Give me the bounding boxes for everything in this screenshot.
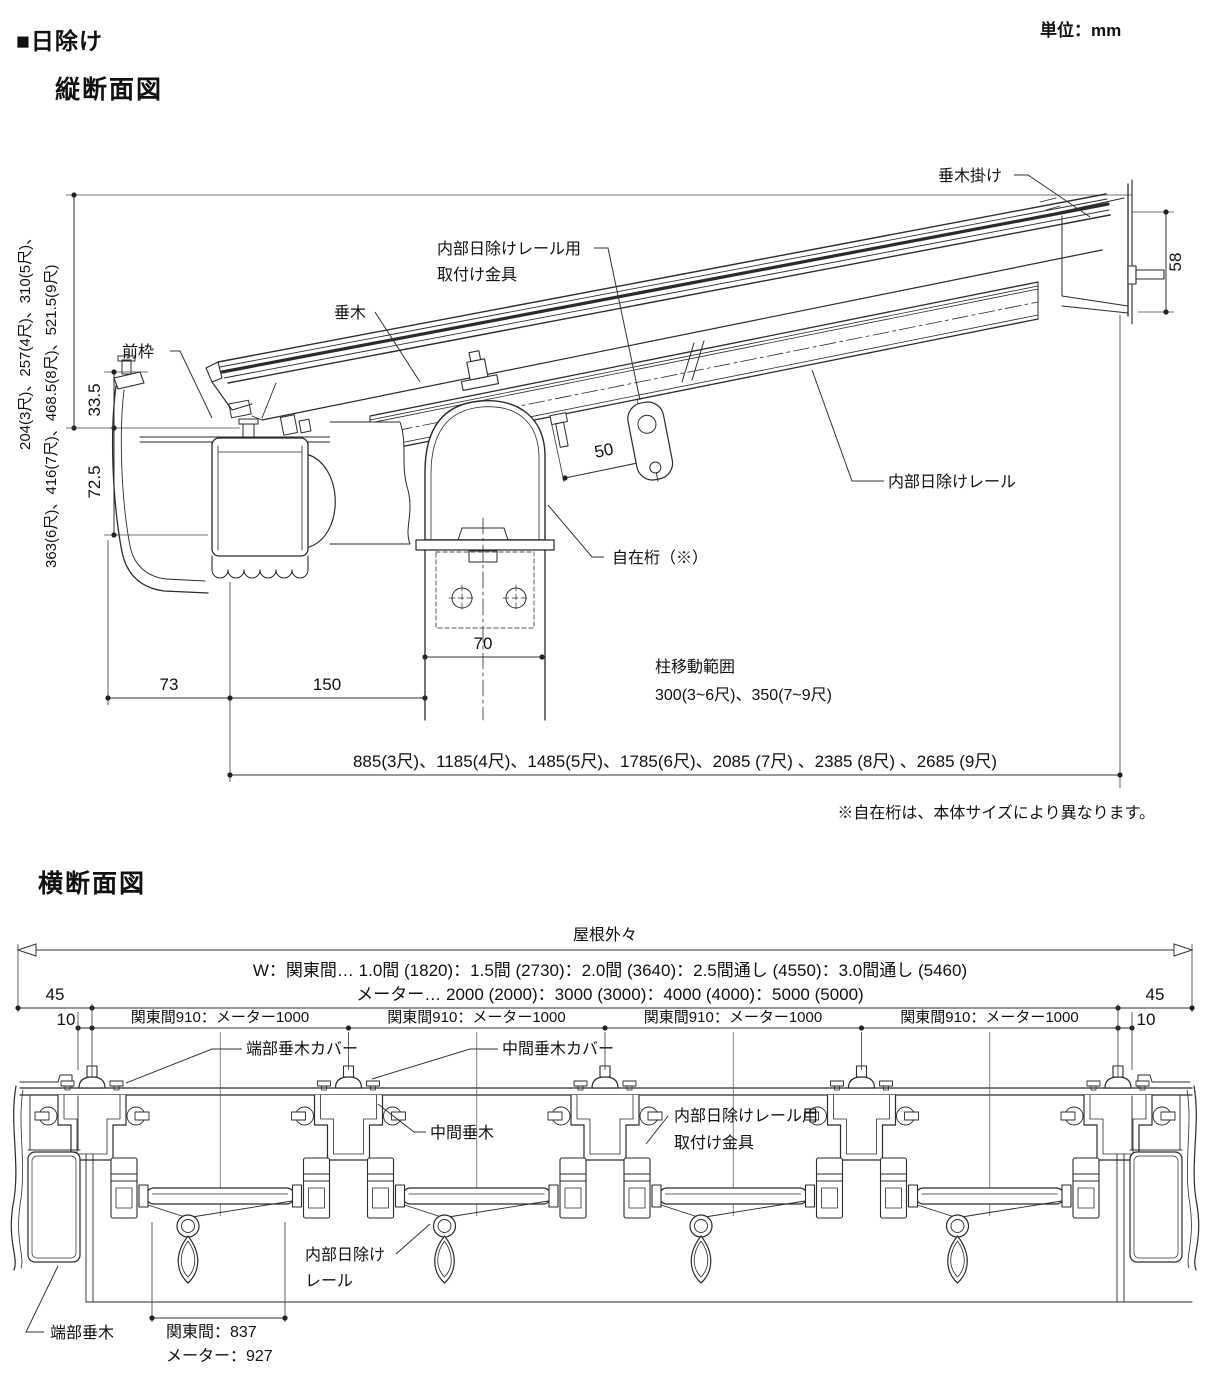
dim-span-3: 関東間910：メーター1000 [644, 1009, 822, 1026]
dim-bottom-widths: 885(3尺)、1185(4尺)、1485(5尺)、1785(6尺)、2085 … [353, 752, 997, 771]
roller-blind-bay-2 [394, 1031, 559, 1284]
label-mid-rafter: 中間垂木 [430, 1124, 494, 1142]
dim-33-5: 33.5 [85, 383, 104, 416]
dim-150: 150 [313, 675, 341, 694]
label-front-frame: 前枠 [122, 343, 154, 361]
dim-roof-overall: 屋根外々 [573, 926, 637, 944]
hs-text-labels: 屋根外々 W：関東間… 1.0間 (1820)：1.5間 (2730)：2.0間… [46, 926, 1165, 1365]
rafter-hook-bracket [1039, 179, 1165, 325]
dim-span-2: 関東間910：メーター1000 [387, 1009, 565, 1026]
label-end-rafter-cover: 端部垂木カバー [246, 1040, 358, 1058]
horizontal-section-drawing: 屋根外々 W：関東間… 1.0間 (1820)：1.5間 (2730)：2.0間… [10, 926, 1200, 1365]
dim-span-4: 関東間910：メーター1000 [900, 1009, 1078, 1026]
label-adjustable-beam: 自在桁（※） [612, 549, 708, 567]
dim-bay-meter: メーター：927 [166, 1347, 273, 1365]
hs-leader-lines [25, 1048, 669, 1333]
dim-45-right: 45 [1146, 985, 1165, 1004]
roller-blind-bay-1 [138, 1031, 303, 1284]
vertical-section-title: 縦断面図 [55, 76, 164, 104]
vertical-section-drawing: 204(3尺)、257(4尺)、310(5尺)、 363(6尺)、416(7尺)… [17, 167, 1185, 822]
label-rafter-hook: 垂木掛け [938, 167, 1002, 185]
vs-leader-lines [170, 174, 1091, 558]
rail-mounting-plate [627, 401, 674, 482]
label-pillar-range-line1: 柱移動範囲 [655, 658, 735, 676]
roller-blind-bay-3 [651, 1031, 816, 1284]
label-rail-bracket-line1: 内部日除けレール用 [437, 240, 581, 258]
label-end-rafter: 端部垂木 [50, 1324, 114, 1342]
roof-slope [205, 193, 1111, 436]
label-pillar-range-line2: 300(3~6尺)、350(7~9尺) [655, 687, 832, 704]
dim-70: 70 [474, 634, 493, 653]
left-heights-line1: 204(3尺)、257(4尺)、310(5尺)、 [17, 230, 34, 450]
label-rail-bracket-line1: 内部日除けレール用 [674, 1107, 818, 1125]
label-inner-rail: 内部日除けレール [888, 473, 1016, 491]
footnote: ※自在桁は、本体サイズにより異なります。 [837, 804, 1155, 822]
dim-73: 73 [160, 675, 179, 694]
right-edge-profile [1116, 1085, 1200, 1303]
horizontal-section-title: 横断面図 [38, 870, 147, 898]
mid-rafter-2 [547, 1065, 663, 1219]
dim-72-5: 72.5 [85, 465, 104, 498]
label-inner-rail-line1: 内部日除け [305, 1246, 385, 1264]
dim-58: 58 [1166, 253, 1185, 272]
dim-meter-line: メーター… 2000 (2000)：3000 (3000)：4000 (4000… [356, 985, 863, 1004]
dim-bay-kanto: 関東間：837 [166, 1323, 257, 1341]
page-title: ■日除け [16, 28, 103, 54]
dim-10-right: 10 [1137, 1010, 1156, 1029]
dim-span-1: 関東間910：メーター1000 [131, 1009, 309, 1026]
label-rafter: 垂木 [334, 304, 366, 322]
mid-rafter-3 [803, 1065, 920, 1219]
dim-10-left: 10 [57, 1010, 76, 1029]
left-heights-line2: 363(6尺)、416(7尺)、468.5(8尺)、521.5(9尺) [43, 265, 60, 568]
label-rail-bracket-line2: 取付け金具 [437, 266, 517, 284]
vs-text-labels: 204(3尺)、257(4尺)、310(5尺)、 363(6尺)、416(7尺)… [17, 167, 1185, 822]
dim-w-line: W：関東間… 1.0間 (1820)：1.5間 (2730)：2.0間 (364… [253, 961, 967, 980]
front-frame-assembly [111, 355, 411, 594]
label-inner-rail-line2: レール [305, 1273, 353, 1290]
adjustable-beam [415, 350, 569, 721]
mid-rafter-1 [290, 1065, 407, 1219]
roller-blind-bay-4 [907, 1031, 1072, 1284]
bay-width-dimension [149, 1222, 288, 1322]
dim-45-left: 45 [46, 985, 65, 1004]
label-mid-rafter-cover: 中間垂木カバー [502, 1040, 614, 1058]
dim-50: 50 [593, 439, 615, 461]
left-edge-profile [10, 1085, 94, 1303]
unit-label: 単位：mm [1040, 21, 1122, 40]
label-rail-bracket-line2: 取付け金具 [674, 1134, 754, 1152]
hs-dimension-lines [15, 943, 1195, 1078]
